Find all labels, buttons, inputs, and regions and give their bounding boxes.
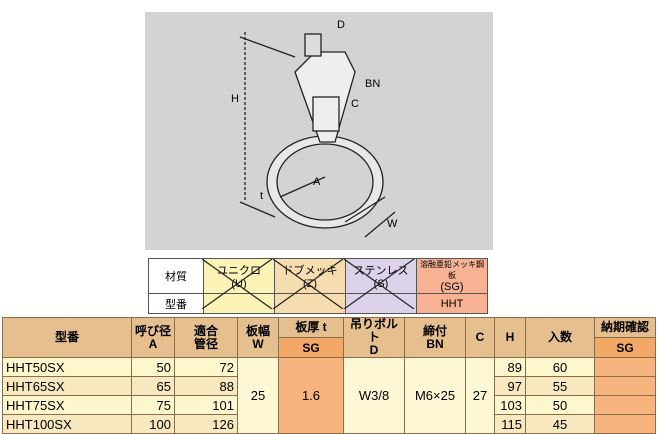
label-D: D xyxy=(337,19,345,31)
material-name: ドブメッキ xyxy=(282,265,338,277)
cell-model: HHT65SX xyxy=(2,376,132,396)
header-text: 適合 xyxy=(193,323,218,338)
header-text: 吊りボルト xyxy=(349,317,398,344)
cell-w: 25 xyxy=(237,357,279,434)
cell-model: HHT50SX xyxy=(2,357,132,377)
cell-pipe: 88 xyxy=(174,376,238,396)
hanger-illustration: D H BN C A t W xyxy=(231,19,398,238)
label-A: A xyxy=(313,176,321,188)
label-C: C xyxy=(351,98,359,110)
cell-a: 50 xyxy=(131,357,175,377)
material-sg: 溶融亜鉛メッキ鋼板(SG) xyxy=(416,258,488,294)
material-code: (S) xyxy=(373,278,389,290)
material-name: ステンレス xyxy=(353,265,409,277)
cell-delivery xyxy=(594,357,656,377)
header-c: C xyxy=(465,317,495,358)
header-h: H xyxy=(494,317,526,358)
material-code: (SG) xyxy=(440,281,464,293)
cell-t: 1.6 xyxy=(278,357,344,434)
cell-qty: 60 xyxy=(525,357,595,377)
header-text: 板幅 xyxy=(245,323,270,338)
cell-delivery xyxy=(594,414,656,434)
material-code: (Z) xyxy=(302,278,318,290)
cell-h: 103 xyxy=(494,395,526,415)
cell-qty: 45 xyxy=(525,414,595,434)
cell-h: 97 xyxy=(494,376,526,396)
cell-delivery xyxy=(594,395,656,415)
cell-qty: 55 xyxy=(525,376,595,396)
cell-a: 65 xyxy=(131,376,175,396)
header-t: 板厚 t xyxy=(278,317,344,338)
header-text: 締付 xyxy=(422,323,447,338)
cell-d: W3/8 xyxy=(343,357,405,434)
cell-h: 89 xyxy=(494,357,526,377)
header-delivery: 納期確認 xyxy=(594,317,656,338)
header-text: 管径 xyxy=(193,336,218,351)
model-sg: HHT xyxy=(416,293,488,314)
table-row: HHT50SX 50 72 25 1.6 W3/8 M6×25 27 89 60 xyxy=(2,357,656,434)
header-text: BN xyxy=(426,336,444,351)
header-pipe: 適合管径 xyxy=(174,317,238,358)
header-text: A xyxy=(148,336,158,351)
header-qty: 入数 xyxy=(525,317,595,358)
header-text: W xyxy=(252,336,264,351)
unavailable-cross-marks xyxy=(202,259,415,309)
cell-model: HHT75SX xyxy=(2,395,132,415)
cell-pipe: 72 xyxy=(174,357,238,377)
cell-pipe: 101 xyxy=(174,395,238,415)
label-BN: BN xyxy=(365,78,380,90)
material-code: (U) xyxy=(231,278,247,290)
material-z: ドブメッキ(Z) xyxy=(274,258,346,294)
material-label: 材質 xyxy=(148,258,204,294)
header-t-sg: SG xyxy=(278,337,344,358)
cell-c: 27 xyxy=(465,357,495,434)
cell-bn: M6×25 xyxy=(404,357,466,434)
label-t: t xyxy=(260,190,263,202)
cell-model: HHT100SX xyxy=(2,414,132,434)
cell-delivery xyxy=(594,376,656,396)
label-H: H xyxy=(231,93,239,105)
cell-h: 115 xyxy=(494,414,526,434)
model-label: 型番 xyxy=(148,293,204,314)
material-s: ステンレス(S) xyxy=(345,258,417,294)
cell-a: 100 xyxy=(131,414,175,434)
cell-a: 75 xyxy=(131,395,175,415)
header-model: 型番 xyxy=(2,317,132,358)
material-table: 材質 ユニクロ(U) ドブメッキ(Z) ステンレス(S) 溶融亜鉛メッキ鋼板(S… xyxy=(148,258,488,314)
cell-pipe: 126 xyxy=(174,414,238,434)
header-delivery-sg: SG xyxy=(594,337,656,358)
header-text: D xyxy=(369,343,379,357)
label-W: W xyxy=(387,218,398,230)
cell-qty: 50 xyxy=(525,395,595,415)
product-drawing: D H BN C A t W xyxy=(145,12,493,250)
header-text: 呼び径 xyxy=(135,323,172,338)
material-name: 溶融亜鉛メッキ鋼板 xyxy=(420,260,484,280)
